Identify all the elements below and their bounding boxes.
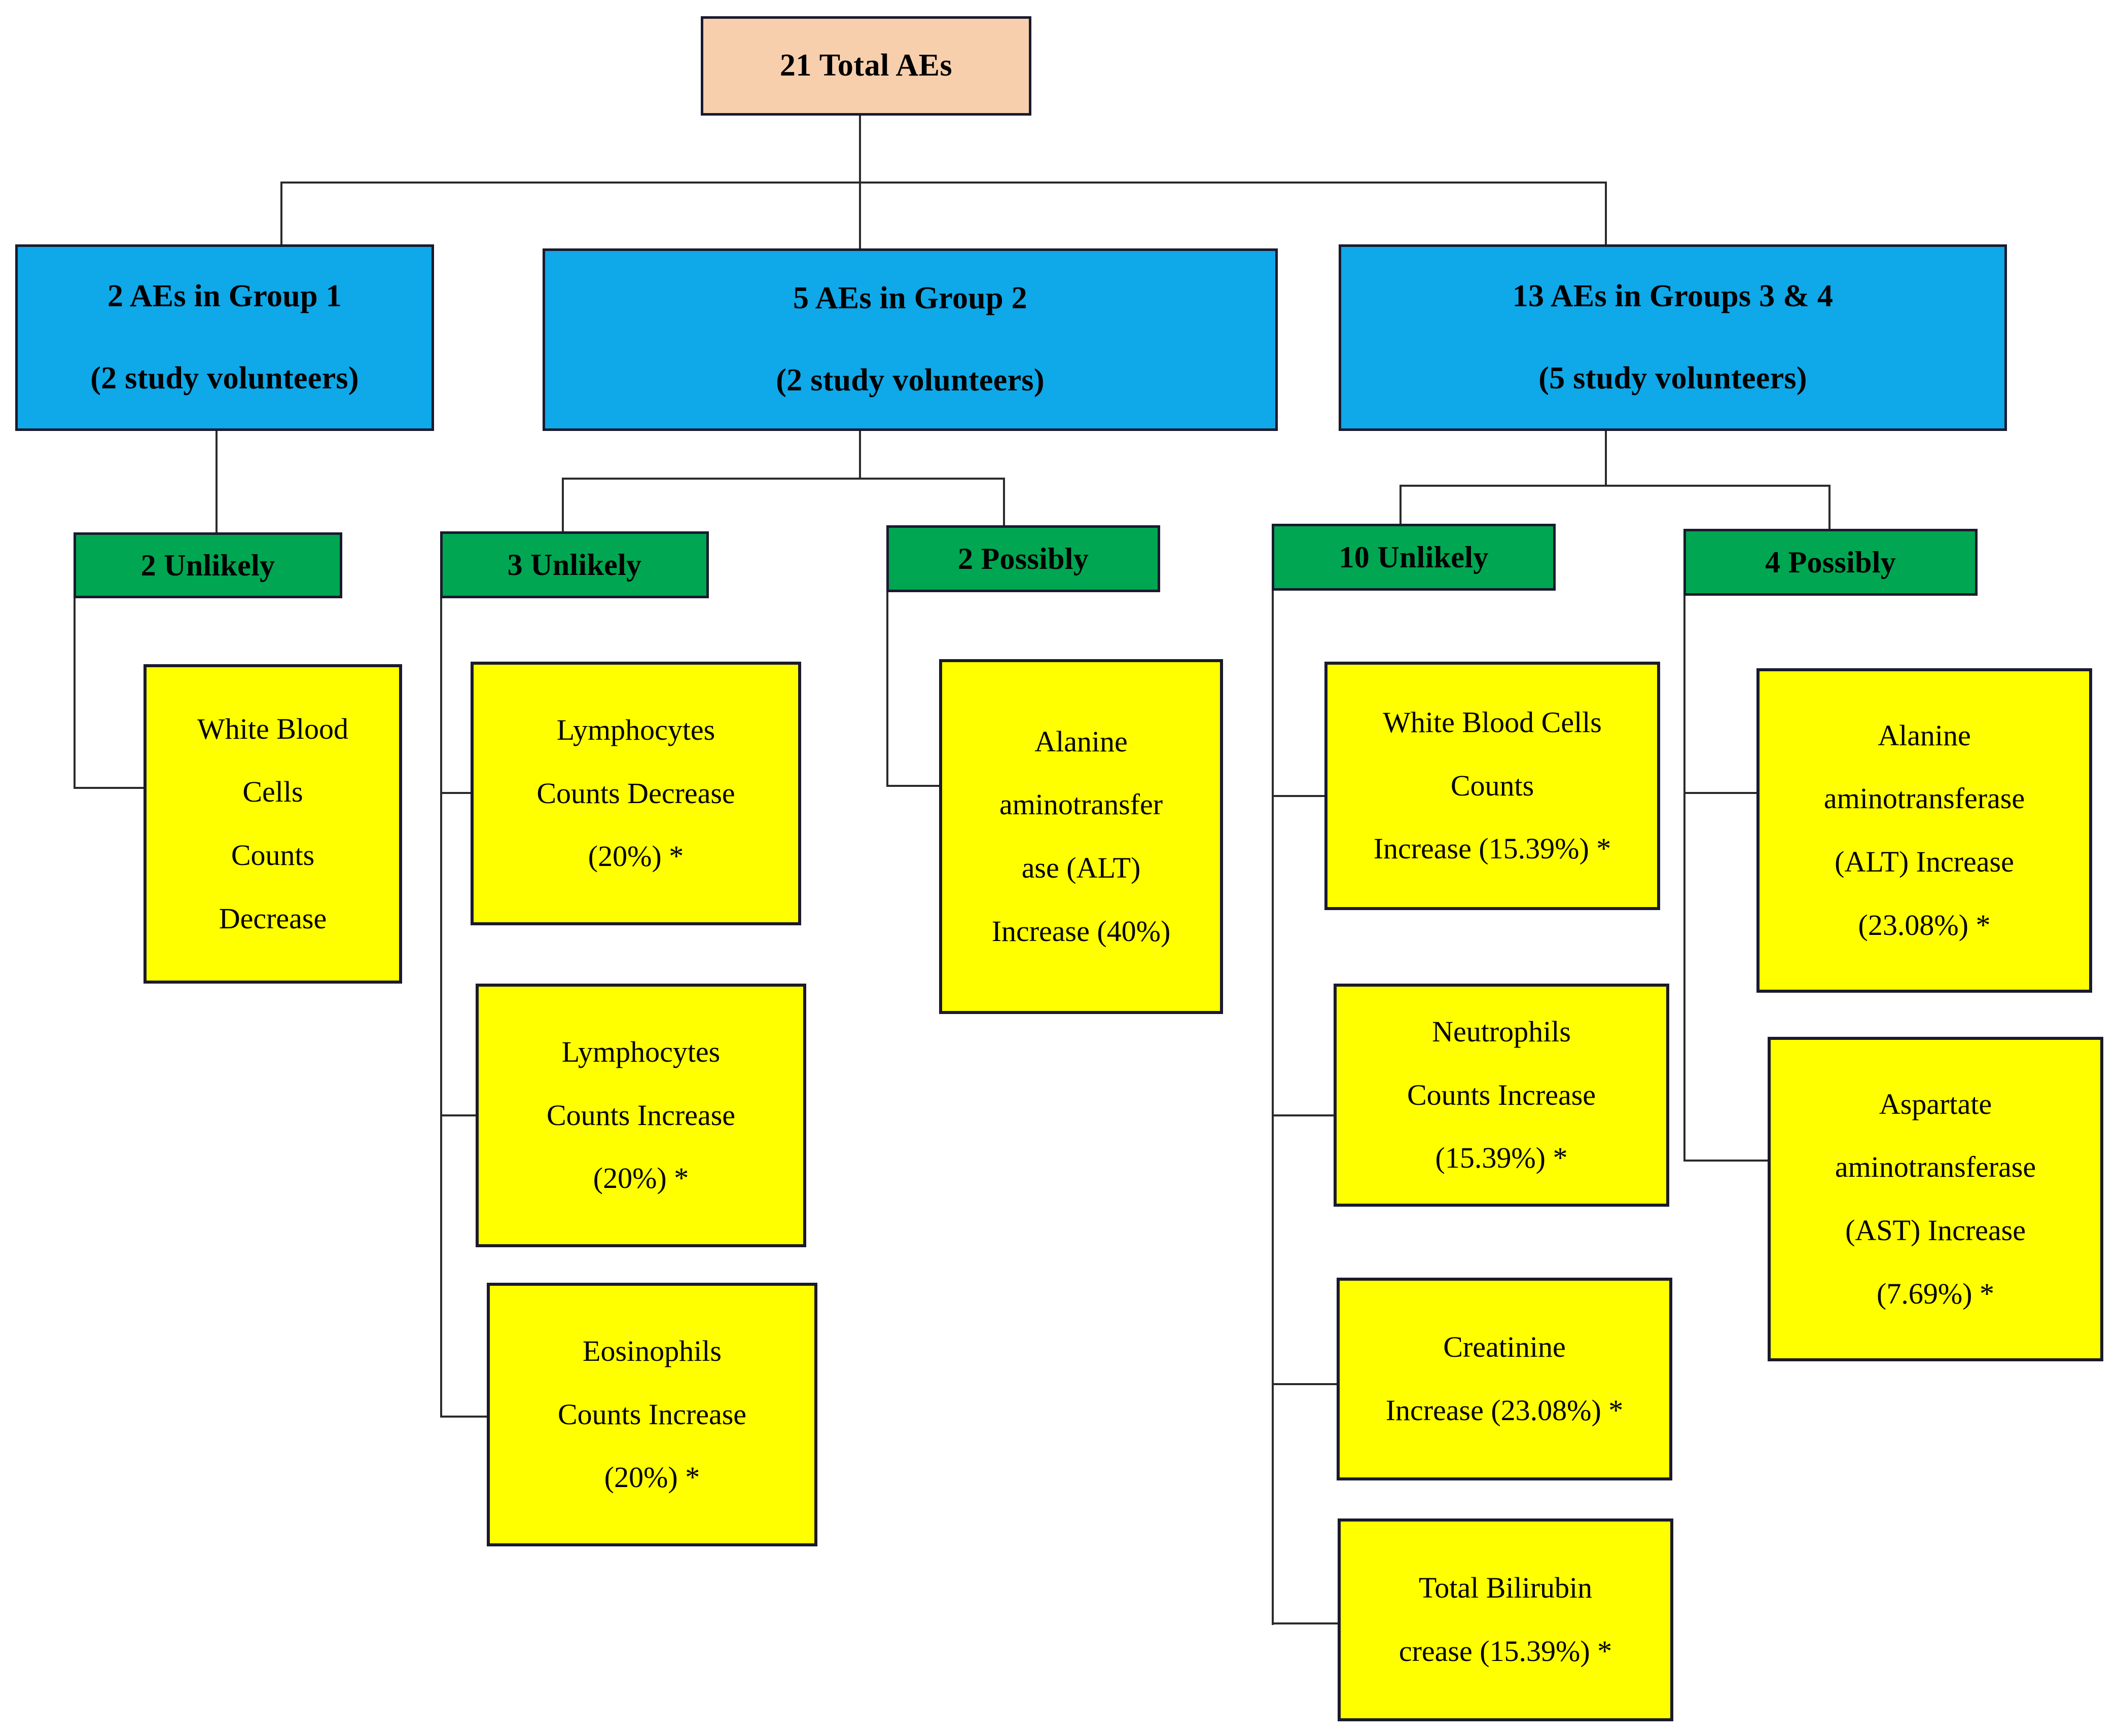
event-3-line-1: Lymphocytes bbox=[561, 1035, 721, 1068]
connector-group2-stem bbox=[859, 431, 861, 480]
event-10-line-4: (23.08%) * bbox=[1858, 908, 1991, 942]
event-6-line-2: Counts bbox=[1450, 769, 1534, 802]
connector-r2-spine bbox=[440, 598, 442, 1418]
connector-r5-spine bbox=[1683, 596, 1685, 1162]
connector-r4-to-e8 bbox=[1272, 1383, 1339, 1385]
event-9-line-2: crease (15.39%) * bbox=[1398, 1635, 1612, 1668]
connector-r3-to-e5 bbox=[886, 785, 942, 787]
node-group-2[interactable]: 5 AEs in Group 2 (2 study volunteers) bbox=[543, 248, 1278, 431]
connector-r4-to-e7 bbox=[1272, 1114, 1337, 1116]
relatedness-5-label: 4 Possibly bbox=[1765, 546, 1896, 579]
connector-group2-to-r3 bbox=[1003, 478, 1005, 536]
connector-group2-bus bbox=[562, 478, 1005, 480]
event-11-line-4: (7.69%) * bbox=[1877, 1277, 1994, 1310]
node-relatedness-4-possibly[interactable]: 4 Possibly bbox=[1683, 529, 1978, 596]
group-2-line1: 5 AEs in Group 2 bbox=[793, 281, 1027, 316]
node-relatedness-2-unlikely[interactable]: 2 Unlikely bbox=[74, 532, 342, 598]
connector-group3-to-r4 bbox=[1400, 485, 1402, 536]
relatedness-2-label: 3 Unlikely bbox=[507, 548, 642, 582]
event-6-line-3: Increase (15.39%) * bbox=[1373, 832, 1611, 865]
event-5-line-4: Increase (40%) bbox=[991, 914, 1171, 948]
event-7-line-1: Neutrophils bbox=[1432, 1015, 1571, 1048]
node-event-lymphocytes-decrease[interactable]: Lymphocytes Counts Decrease (20%) * bbox=[471, 662, 801, 925]
node-event-creatinine-increase[interactable]: Creatinine Increase (23.08%) * bbox=[1337, 1278, 1672, 1480]
connector-root-stem bbox=[859, 116, 861, 183]
event-4-line-2: Counts Increase bbox=[557, 1397, 747, 1431]
connector-group2-to-r2 bbox=[562, 478, 564, 544]
connector-r2-to-e4 bbox=[440, 1416, 491, 1418]
event-9-line-1: Total Bilirubin bbox=[1418, 1571, 1593, 1605]
node-total-aes[interactable]: 21 Total AEs bbox=[701, 16, 1031, 116]
group-2-line2: (2 study volunteers) bbox=[776, 363, 1045, 397]
node-relatedness-2-possibly[interactable]: 2 Possibly bbox=[886, 525, 1160, 592]
event-4-line-3: (20%) * bbox=[604, 1461, 700, 1494]
connector-r2-to-e3 bbox=[440, 1114, 480, 1116]
connector-group3-bus bbox=[1400, 485, 1831, 487]
node-event-total-bilirubin-increase[interactable]: Total Bilirubin crease (15.39%) * bbox=[1338, 1518, 1673, 1721]
node-event-lymphocytes-increase[interactable]: Lymphocytes Counts Increase (20%) * bbox=[476, 984, 806, 1247]
event-10-line-3: (ALT) Increase bbox=[1835, 845, 2014, 878]
group-3-4-line2: (5 study volunteers) bbox=[1538, 361, 1807, 395]
event-10-line-2: aminotransferase bbox=[1823, 782, 2025, 815]
event-8-line-2: Increase (23.08%) * bbox=[1385, 1394, 1624, 1427]
connector-group3-to-r5 bbox=[1828, 485, 1831, 541]
event-3-line-3: (20%) * bbox=[593, 1162, 689, 1195]
connector-group3-stem bbox=[1605, 431, 1607, 487]
relatedness-1-label: 2 Unlikely bbox=[140, 549, 275, 582]
group-3-4-line1: 13 AEs in Groups 3 & 4 bbox=[1512, 279, 1834, 314]
event-1-line-1: White Blood bbox=[197, 712, 348, 745]
event-5-line-3: ase (ALT) bbox=[1021, 851, 1141, 884]
node-relatedness-3-unlikely[interactable]: 3 Unlikely bbox=[440, 531, 709, 598]
connector-r4-to-e9 bbox=[1272, 1622, 1340, 1624]
node-event-alt-increase-40[interactable]: Alanine aminotransfer ase (ALT) Increase… bbox=[939, 659, 1223, 1014]
event-10-line-1: Alanine bbox=[1878, 718, 1971, 752]
event-1-line-2: Cells bbox=[242, 775, 303, 809]
connector-r5-to-e11 bbox=[1683, 1160, 1770, 1162]
event-8-line-1: Creatinine bbox=[1443, 1330, 1566, 1364]
node-event-neutrophils-increase[interactable]: Neutrophils Counts Increase (15.39%) * bbox=[1334, 984, 1669, 1207]
event-5-line-1: Alanine bbox=[1034, 725, 1128, 758]
group-1-line1: 2 AEs in Group 1 bbox=[107, 279, 342, 314]
node-event-wbc-increase[interactable]: White Blood Cells Counts Increase (15.39… bbox=[1324, 662, 1660, 910]
relatedness-4-label: 10 Unlikely bbox=[1339, 540, 1489, 574]
connector-group-bus bbox=[280, 182, 1606, 184]
event-2-line-2: Counts Decrease bbox=[536, 776, 735, 810]
total-aes-label: 21 Total AEs bbox=[779, 48, 953, 83]
connector-r2-to-e2 bbox=[440, 792, 475, 794]
node-relatedness-10-unlikely[interactable]: 10 Unlikely bbox=[1272, 524, 1556, 591]
event-2-line-3: (20%) * bbox=[588, 840, 684, 873]
connector-to-group-3 bbox=[1605, 182, 1607, 244]
connector-to-group-2 bbox=[859, 182, 861, 248]
connector-to-group-1 bbox=[280, 182, 282, 244]
node-group-3-4[interactable]: 13 AEs in Groups 3 & 4 (5 study voluntee… bbox=[1339, 244, 2007, 431]
event-7-line-3: (15.39%) * bbox=[1435, 1141, 1568, 1175]
event-11-line-3: (AST) Increase bbox=[1845, 1214, 2026, 1247]
connector-r4-to-e6 bbox=[1272, 795, 1327, 797]
event-5-line-2: aminotransfer bbox=[999, 788, 1163, 821]
relatedness-3-label: 2 Possibly bbox=[957, 542, 1089, 575]
group-1-line2: (2 study volunteers) bbox=[90, 361, 359, 395]
connector-r4-spine bbox=[1272, 591, 1274, 1625]
event-11-line-1: Aspartate bbox=[1879, 1087, 1992, 1120]
connector-r1-to-e1 bbox=[74, 787, 150, 789]
event-7-line-2: Counts Increase bbox=[1407, 1078, 1596, 1111]
connector-r3-spine bbox=[886, 592, 888, 787]
event-3-line-2: Counts Increase bbox=[546, 1098, 736, 1132]
event-1-line-4: Decrease bbox=[219, 901, 327, 935]
node-event-ast-increase[interactable]: Aspartate aminotransferase (AST) Increas… bbox=[1768, 1037, 2103, 1361]
connector-group1-to-r1 bbox=[216, 431, 218, 544]
node-group-1[interactable]: 2 AEs in Group 1 (2 study volunteers) bbox=[15, 244, 434, 431]
connector-r1-spine bbox=[74, 598, 76, 789]
event-1-line-3: Counts bbox=[231, 839, 315, 872]
connector-r5-to-e10 bbox=[1683, 792, 1759, 794]
node-event-eosinophils-increase[interactable]: Eosinophils Counts Increase (20%) * bbox=[487, 1283, 817, 1546]
event-11-line-2: aminotransferase bbox=[1835, 1150, 2036, 1184]
event-4-line-1: Eosinophils bbox=[583, 1334, 722, 1367]
node-event-wbc-decrease[interactable]: White Blood Cells Counts Decrease bbox=[143, 664, 402, 984]
node-event-alt-increase-23[interactable]: Alanine aminotransferase (ALT) Increase … bbox=[1756, 668, 2092, 993]
event-6-line-1: White Blood Cells bbox=[1383, 705, 1602, 739]
event-2-line-1: Lymphocytes bbox=[556, 713, 715, 746]
